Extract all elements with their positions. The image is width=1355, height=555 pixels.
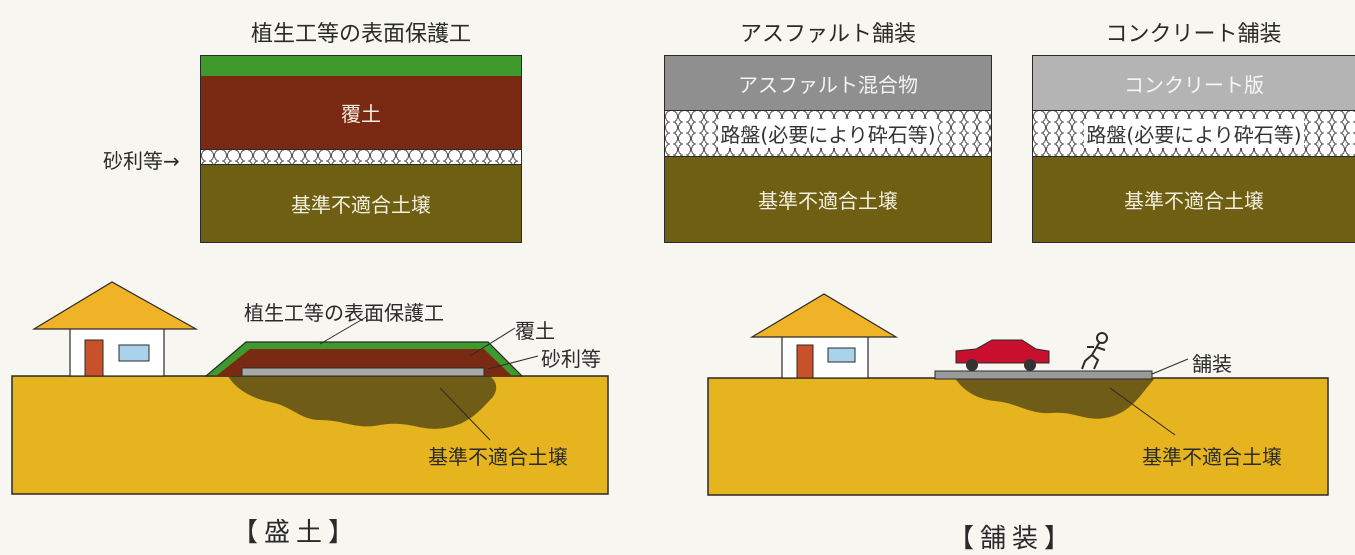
gravel-layer [200,150,522,164]
gravel-pointer-label: 砂利等→ [103,149,180,173]
embankment-scene [11,281,609,495]
asphalt-roadbase-layer: 路盤(必要により砕石等) [664,111,992,156]
running-person-icon [1081,332,1108,370]
asphalt-section-title: アスファルト舗装 [739,22,916,47]
concrete-surface-label: コンクリート版 [1124,72,1264,97]
base-soil-label: 基準不適合土壌 [291,193,431,217]
asphalt-base-soil-layer: 基準不適合土壌 [664,156,992,243]
scene-label-surface-protection: 植生工等の表面保護工 [244,301,444,325]
asphalt-roadbase-label: 路盤(必要により砕石等) [718,119,938,148]
scene-label-pavement: 舗装 [1192,352,1232,376]
paving-scene [707,293,1329,496]
cover-soil-layer: 覆土 [200,76,522,150]
scene-label-cover-soil: 覆土 [515,319,555,343]
concrete-surface-layer: コンクリート版 [1032,55,1355,111]
asphalt-surface-layer: アスファルト混合物 [664,55,992,111]
concrete-roadbase-layer: 路盤(必要により砕石等) [1032,111,1355,156]
embankment-caption: 【盛土】 [232,518,361,548]
base-soil-layer: 基準不適合土壌 [200,164,522,243]
house-icon [749,293,899,379]
concrete-roadbase-label: 路盤(必要により砕石等) [1084,119,1304,148]
concrete-section-title: コンクリート舗装 [1105,22,1282,47]
contaminated-soil-blob [228,376,497,429]
asphalt-base-soil-label: 基準不適合土壌 [758,189,898,213]
scene-label-contaminated-soil: 基準不適合土壌 [428,445,568,469]
car-icon [955,339,1050,371]
scene-label-contaminated-soil: 基準不適合土壌 [1142,445,1282,469]
scene-label-gravel: 砂利等 [541,347,601,371]
pavement-strip [934,370,1153,380]
paving-caption: 【舗装】 [948,524,1077,554]
contaminated-soil-blob [955,378,1155,419]
asphalt-surface-label: アスファルト混合物 [738,72,918,97]
house-icon [31,281,199,377]
embankment-section-title: 植生工等の表面保護工 [250,22,471,47]
cover-soil-label: 覆土 [341,102,381,126]
concrete-base-soil-layer: 基準不適合土壌 [1032,156,1355,243]
concrete-base-soil-label: 基準不適合土壌 [1124,189,1264,213]
vegetation-layer [200,55,522,77]
embankment-gravel-strip [241,367,485,377]
